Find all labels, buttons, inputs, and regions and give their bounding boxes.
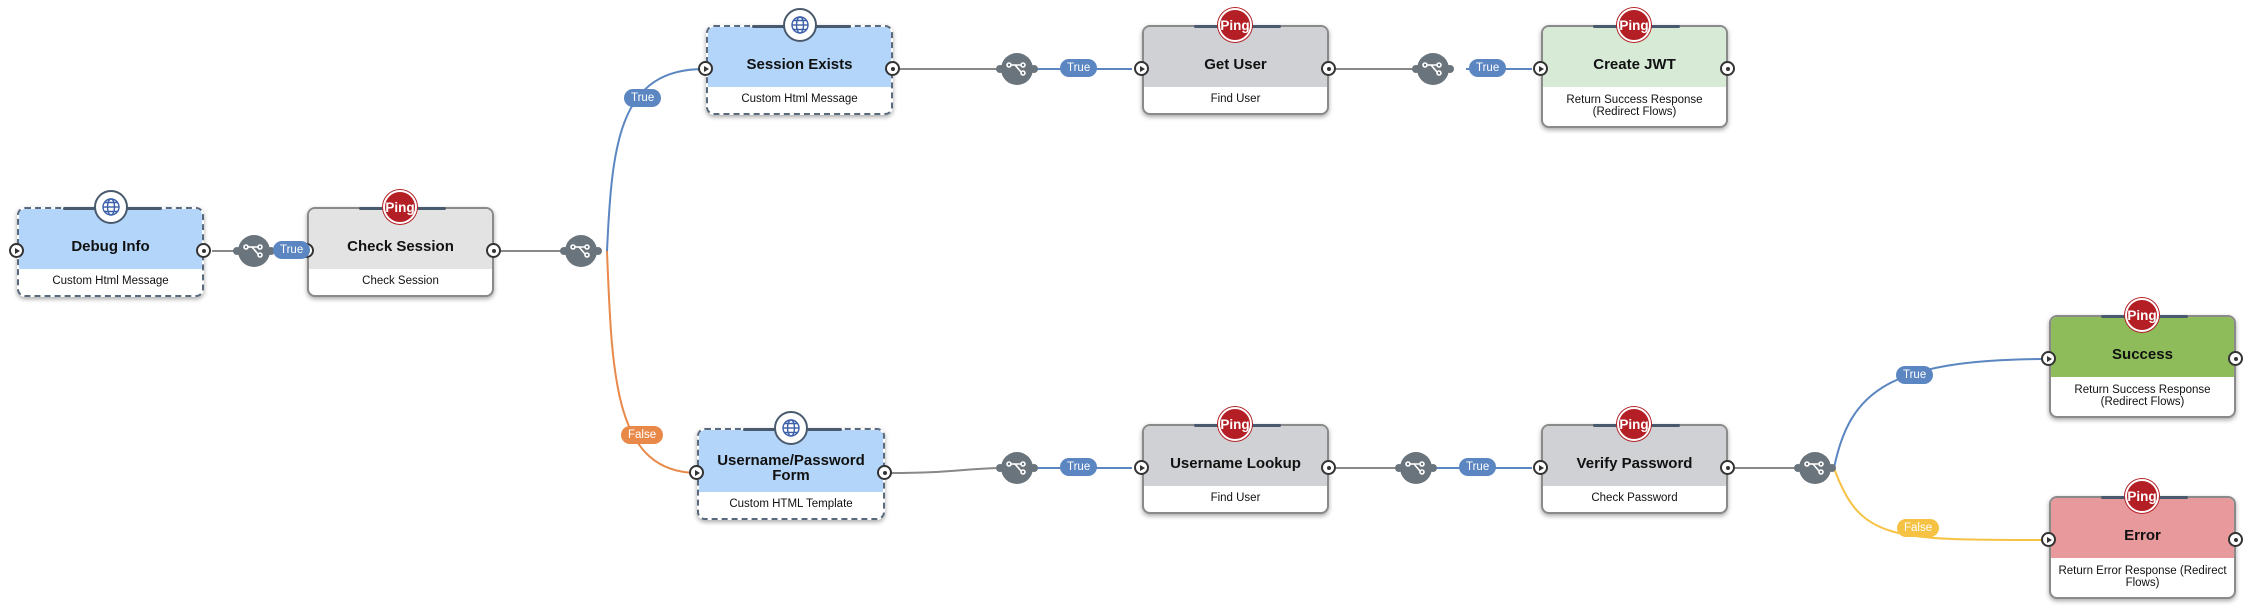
- edge-label-true[interactable]: True: [1896, 366, 1934, 384]
- edge-label-true[interactable]: True: [1459, 458, 1497, 476]
- output-port[interactable]: [196, 243, 211, 258]
- node-subtitle: Find User: [1210, 492, 1261, 504]
- node-title: Get User: [1144, 27, 1327, 87]
- ping-badge: Ping: [2125, 479, 2159, 513]
- output-port[interactable]: [1720, 460, 1735, 475]
- edge-label-true[interactable]: True: [1060, 59, 1098, 77]
- ping-badge: Ping: [1617, 407, 1651, 441]
- node-subtitle: Custom HTML Template: [729, 498, 853, 510]
- globe-icon: [774, 411, 808, 445]
- output-port[interactable]: [1321, 460, 1336, 475]
- node-title: Username/Password Form: [699, 430, 883, 492]
- ping-badge: Ping: [1218, 407, 1252, 441]
- branch-connector-icon[interactable]: [1395, 452, 1437, 484]
- input-port[interactable]: [1134, 61, 1149, 76]
- edge-label-true[interactable]: True: [1060, 458, 1098, 476]
- ping-badge: Ping: [1617, 8, 1651, 42]
- node-subtitle: Return Success Response (Redirect Flows): [2074, 383, 2211, 408]
- branch-connector-icon[interactable]: [996, 452, 1038, 484]
- node-subtitle: Check Session: [362, 275, 439, 287]
- edge-label-true[interactable]: True: [624, 89, 662, 107]
- output-port[interactable]: [486, 243, 501, 258]
- ping-badge: Ping: [383, 190, 417, 224]
- output-port[interactable]: [1321, 61, 1336, 76]
- node-subtitle: Check Password: [1591, 492, 1678, 504]
- edge-label-false[interactable]: False: [1897, 519, 1940, 537]
- node-success[interactable]: Success Return Success Response (Redirec…: [2049, 315, 2236, 418]
- edge-label-true[interactable]: True: [273, 241, 311, 259]
- node-subtitle: Find User: [1210, 93, 1261, 105]
- globe-icon: [94, 190, 128, 224]
- output-port[interactable]: [1720, 61, 1735, 76]
- branch-connector-icon[interactable]: [233, 235, 275, 267]
- branch-connector-icon[interactable]: [560, 235, 602, 267]
- node-subtitle: Custom Html Message: [741, 93, 858, 105]
- node-subtitle: Custom Html Message: [52, 275, 169, 287]
- ping-badge: Ping: [1218, 8, 1252, 42]
- output-port[interactable]: [885, 61, 900, 76]
- input-port[interactable]: [1533, 460, 1548, 475]
- input-port[interactable]: [698, 61, 713, 76]
- globe-icon: [783, 8, 817, 42]
- input-port[interactable]: [9, 243, 24, 258]
- branch-connector-icon[interactable]: [1794, 452, 1836, 484]
- input-port[interactable]: [689, 465, 704, 480]
- input-port[interactable]: [1533, 61, 1548, 76]
- output-port[interactable]: [877, 465, 892, 480]
- input-port[interactable]: [2041, 532, 2056, 547]
- branch-connector-icon[interactable]: [996, 53, 1038, 85]
- edge-label-true[interactable]: True: [1469, 59, 1507, 77]
- ping-badge: Ping: [2125, 298, 2159, 332]
- edge-label-false[interactable]: False: [621, 426, 664, 444]
- output-port[interactable]: [2228, 532, 2243, 547]
- output-port[interactable]: [2228, 351, 2243, 366]
- input-port[interactable]: [1134, 460, 1149, 475]
- node-subtitle: Return Error Response (Redirect Flows): [2058, 564, 2227, 589]
- node-get-user[interactable]: Get User Find User: [1142, 25, 1329, 115]
- input-port[interactable]: [2041, 351, 2056, 366]
- node-subtitle: Return Success Response (Redirect Flows): [1566, 93, 1703, 118]
- branch-connector-icon[interactable]: [1412, 53, 1454, 85]
